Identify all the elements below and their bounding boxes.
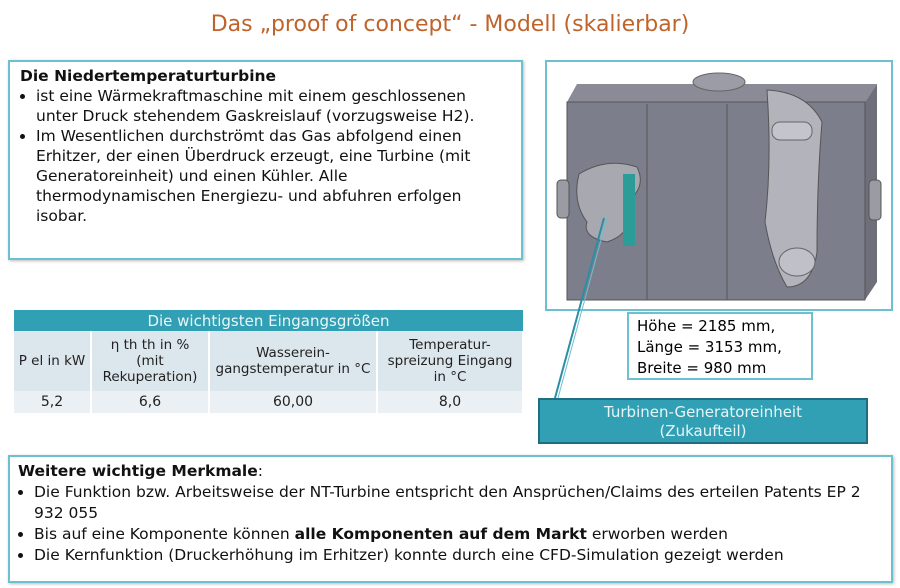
- intro-bullet: ist eine Wärmekraftmaschine mit einem ge…: [36, 86, 511, 126]
- dimension-length: Länge = 3153 mm,: [637, 338, 782, 356]
- bold-text: alle Komponenten auf dem Markt: [294, 525, 587, 543]
- turbine-generator-label: Turbinen-Generatoreinheit (Zukaufteil): [538, 398, 868, 444]
- model-image-frame: [545, 60, 893, 311]
- table-cell: 6,6: [91, 391, 210, 413]
- intro-heading: Die Niedertemperaturturbine: [20, 67, 277, 85]
- table-title: Die wichtigsten Eingangsgrößen: [14, 310, 523, 331]
- turbine-model-image: [556, 72, 882, 301]
- table-cell: 5,2: [14, 391, 92, 413]
- table-header: P el in kW: [14, 331, 92, 391]
- feature-bullet: Bis auf eine Komponente können alle Komp…: [34, 524, 883, 545]
- colon: :: [257, 462, 263, 480]
- dimensions-box: Höhe = 2185 mm, Länge = 3153 mm, Breite …: [627, 312, 813, 380]
- label-line: Turbinen-Generatoreinheit: [604, 403, 802, 421]
- feature-bullet: Die Funktion bzw. Arbeitsweise der NT-Tu…: [34, 482, 883, 524]
- table-header: Wasserein-gangstemperatur in °C: [209, 331, 378, 391]
- intro-box: Die Niedertemperaturturbine ist eine Wär…: [8, 60, 523, 260]
- dimension-width: Breite = 980 mm: [637, 359, 767, 377]
- slide-title: Das „proof of concept“ - Modell (skalier…: [210, 12, 690, 37]
- table-cell: 8,0: [377, 391, 524, 413]
- input-table: Die wichtigsten Eingangsgrößen P el in k…: [14, 310, 524, 413]
- label-line: (Zukaufteil): [659, 422, 747, 440]
- text: erworben werden: [586, 525, 728, 543]
- table-cell: 60,00: [209, 391, 378, 413]
- text: Bis auf eine Komponente können: [34, 525, 295, 543]
- dimension-height: Höhe = 2185 mm,: [637, 317, 776, 335]
- feature-bullet: Die Kernfunktion (Druckerhöhung im Erhit…: [34, 545, 883, 566]
- table-header: η th th in % (mit Rekuperation): [91, 331, 210, 391]
- table-header: Temperatur-spreizung Eingang in °C: [377, 331, 524, 391]
- features-heading: Weitere wichtige Merkmale: [18, 462, 258, 480]
- features-box: Weitere wichtige Merkmale: Die Funktion …: [8, 455, 893, 583]
- intro-bullet: Im Wesentlichen durchströmt das Gas abfo…: [36, 126, 511, 226]
